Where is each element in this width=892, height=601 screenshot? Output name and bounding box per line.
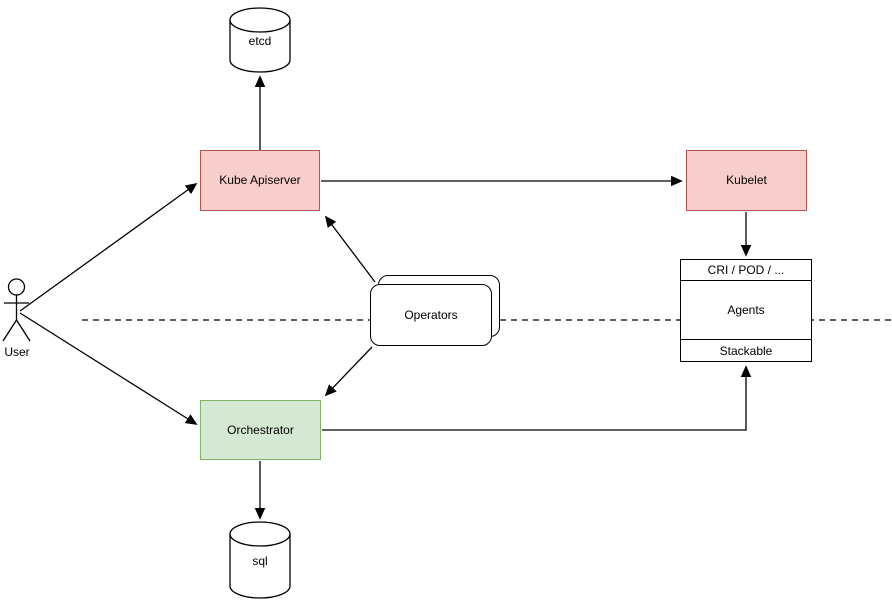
node-sql-label: sql (252, 554, 268, 568)
sql-cylinder-shape (229, 521, 291, 599)
node-kubelet: Kubelet (686, 150, 807, 211)
edge-operators-to-orchestrator (324, 346, 373, 397)
edge-user-to-orchestrator (19, 312, 198, 425)
node-orchestrator-label: Orchestrator (227, 422, 294, 437)
edge-orchestrator-to-stackable (322, 365, 752, 431)
node-kube-apiserver: Kube Apiserver (200, 150, 320, 211)
node-kube-apiserver-label: Kube Apiserver (219, 173, 301, 188)
node-operators-label: Operators (404, 307, 458, 322)
node-agents-stack: CRI / POD / ... Agents Stackable (680, 259, 812, 362)
edge-user-to-kube-apiserver (19, 182, 198, 312)
agents-row-cri-pod: CRI / POD / ... (681, 260, 811, 281)
node-user-label: User (4, 345, 30, 359)
node-orchestrator: Orchestrator (200, 400, 321, 460)
edge-operators-to-kube-apiserver (324, 215, 376, 283)
node-operators: Operators (370, 284, 492, 346)
node-etcd-label: etcd (248, 34, 272, 48)
user-actor-shape (2, 278, 31, 342)
node-kubelet-label: Kubelet (726, 173, 767, 188)
etcd-cylinder-shape (229, 7, 291, 73)
agents-row-agents: Agents (727, 303, 765, 317)
agents-row-stackable: Stackable (681, 339, 811, 361)
